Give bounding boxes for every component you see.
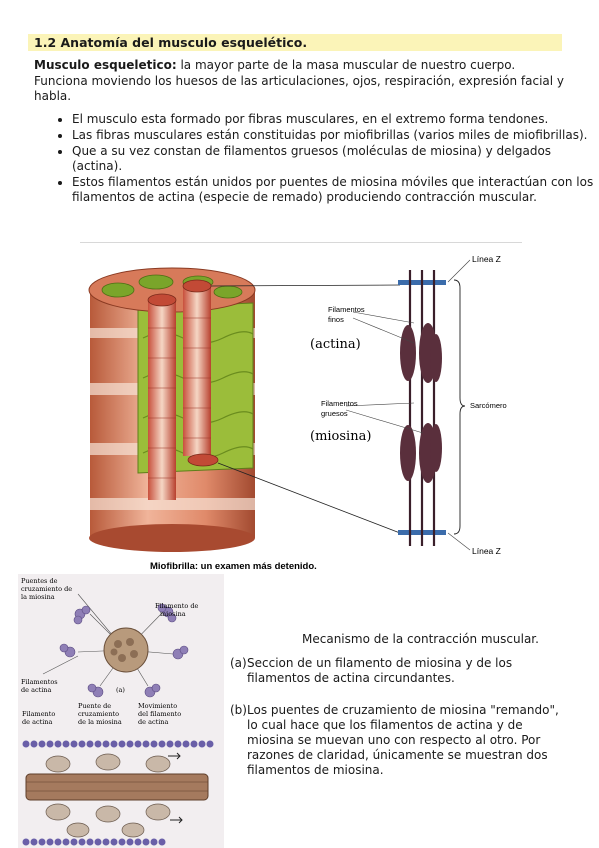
intro-term: Musculo esqueletico: — [34, 58, 177, 72]
puentes-label: la miosina — [21, 593, 55, 601]
item-text: Seccion de un filamento de miosina y de … — [247, 656, 513, 685]
puente-b-label: cruzamiento — [78, 710, 119, 718]
puente-b-label: Puente de — [78, 702, 111, 710]
linea-z-top-label: Línea Z — [472, 254, 501, 264]
intro-paragraph: Musculo esqueletico: la mayor parte de l… — [34, 58, 564, 105]
filamentos-actina-label: Filamentos — [21, 678, 58, 686]
filamentos-finos-label: Filamentos — [328, 305, 365, 314]
linea-z-bottom-label: Línea Z — [472, 546, 501, 556]
sliding-filaments — [22, 740, 214, 846]
filamentos-gruesos-label: gruesos — [321, 409, 348, 418]
list-item: El musculo esta formado por fibras muscu… — [72, 112, 599, 127]
movimiento-label: de actina — [138, 718, 168, 726]
figure-caption: Miofibrilla: un examen más detenido. — [150, 561, 317, 570]
sarcomere-diagram — [398, 270, 466, 546]
section-heading: 1.2 Anatomía del musculo esquelético. — [28, 34, 562, 51]
list-item: Que a su vez constan de filamentos grues… — [72, 144, 599, 174]
bullet-list: El musculo esta formado por fibras muscu… — [34, 112, 599, 206]
puente-b-label: de la miosina — [78, 718, 122, 726]
myosin-cross-section — [42, 593, 189, 698]
divider — [80, 242, 522, 243]
puentes-label: Puentes de — [21, 577, 58, 585]
filamento-miosina-label: Filamento de — [155, 602, 198, 610]
item-label: (b) — [230, 703, 247, 717]
filamento-miosina-label: miosina — [160, 610, 186, 618]
mechanism-item-a: (a) Seccion de un filamento de miosina y… — [230, 656, 565, 686]
miosina-label: (miosina) — [310, 429, 371, 444]
filamento-actina-b-label: de actina — [22, 718, 52, 726]
myofibril-figure: Línea Z Filamentos finos (actina) Filame… — [88, 254, 507, 570]
label-a: (a) — [116, 686, 125, 694]
actina-label: (actina) — [310, 337, 361, 352]
filamentos-finos-label: finos — [328, 315, 344, 324]
filamentos-actina-label: de actina — [21, 686, 51, 694]
item-text: Los puentes de cruzamiento de miosina "r… — [247, 703, 559, 777]
contraction-figure: Puentes de cruzamiento de la miosina Fil… — [18, 574, 224, 848]
movimiento-label: Movimiento — [138, 702, 177, 710]
list-item: Estos filamentos están unidos por puente… — [72, 175, 599, 205]
mechanism-item-b: (b) Los puentes de cruzamiento de miosin… — [230, 703, 565, 778]
mechanism-title: Mecanismo de la contracción muscular. — [302, 632, 539, 646]
sarcomero-label: Sarcómero — [470, 401, 507, 410]
puentes-label: cruzamiento de — [21, 585, 72, 593]
filamento-actina-b-label: Filamento — [22, 710, 55, 718]
list-item: Las fibras musculares están constituidas… — [72, 128, 599, 143]
intro-text: la mayor parte de la masa muscular de nu… — [34, 58, 565, 103]
item-label: (a) — [230, 656, 247, 670]
muscle-fiber-cylinder — [88, 267, 256, 552]
filamentos-gruesos-label: Filamentos — [321, 399, 358, 408]
movimiento-label: del filamento — [138, 710, 181, 718]
